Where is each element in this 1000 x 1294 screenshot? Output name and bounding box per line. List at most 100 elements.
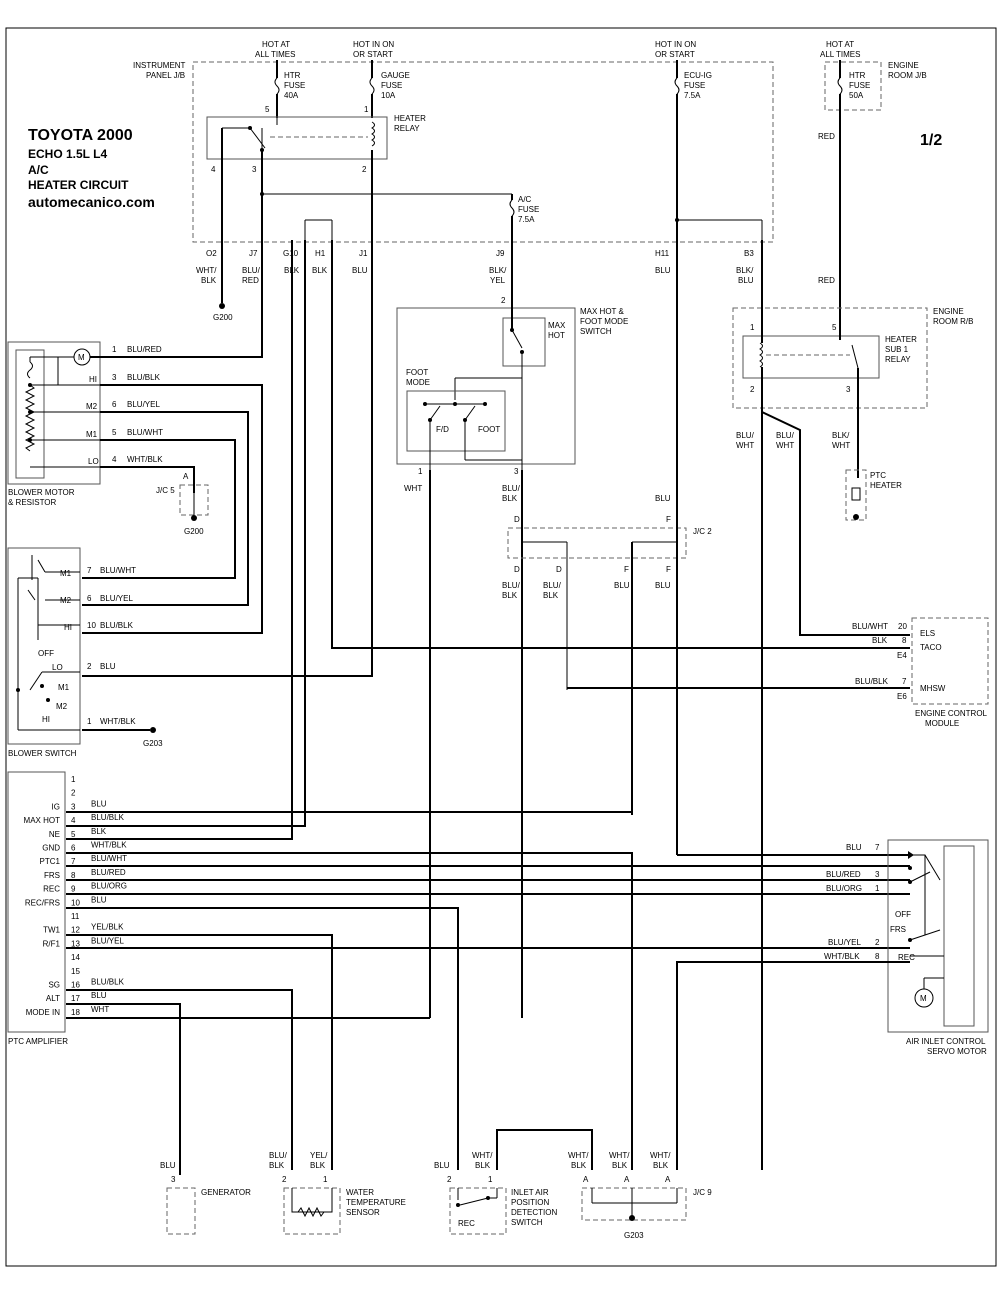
wire-o2-1: WHT/ [196, 266, 217, 275]
sub-relay-pin-3: 3 [846, 385, 851, 394]
er-fuse-label-2: FUSE [849, 81, 870, 90]
mh-pin-2: 2 [501, 296, 506, 305]
jc2-pin-d3: D [556, 565, 562, 574]
mh-pin-3: 3 [514, 467, 519, 476]
conn-j7: J7 [249, 249, 258, 258]
jc9-wire-1a: WHT/ [568, 1151, 589, 1160]
wire-j7-2: RED [242, 276, 259, 285]
rb-wire-2b: WHT [776, 441, 794, 450]
ptc-pin-name-6: GND [42, 844, 60, 853]
ptc-pin-1: 1 [71, 775, 76, 784]
bm-label-2: & RESISTOR [8, 498, 57, 507]
ac-fuse-label-3: 7.5A [518, 215, 535, 224]
servo-wire-7: BLU [846, 843, 862, 852]
ptc-pin-9: 9 [71, 885, 76, 894]
bs-pos-m1: M1 [60, 569, 72, 578]
bm-speed-lo: LO [88, 457, 99, 466]
wire-j9-2: YEL [490, 276, 506, 285]
ptc-wire-18: WHT [91, 1005, 109, 1014]
servo-wire-1: BLU/ORG [826, 884, 862, 893]
conn-h1: H1 [315, 249, 326, 258]
jc9-wire-3a: WHT/ [650, 1151, 671, 1160]
ptc-label-1: PTC [870, 471, 886, 480]
ptc-pin-name-4: MAX HOT [24, 816, 61, 825]
inlet-wire-blu: BLU [434, 1161, 450, 1170]
servo-wire-3: BLU/RED [826, 870, 861, 879]
servo-pin-8: 8 [875, 952, 880, 961]
ecm-box [911, 617, 989, 705]
errb-label-1: ENGINE [933, 307, 964, 316]
servo-pin-2: 2 [875, 938, 880, 947]
title-model: ECHO 1.5L L4 [28, 147, 107, 161]
ecm-wire-8: BLK [872, 636, 888, 645]
ptc-wire-6: WHT/BLK [91, 841, 127, 850]
wts-label-3: SENSOR [346, 1208, 380, 1217]
ecu-fuse-label-2: FUSE [684, 81, 705, 90]
ecu-fuse-label-3: 7.5A [684, 91, 701, 100]
ptc-pin-7: 7 [71, 857, 76, 866]
fd-label: F/D [436, 425, 449, 434]
jc9-wire-2b: BLK [612, 1161, 628, 1170]
er-wire-red-1: RED [818, 132, 835, 141]
svg-text:M: M [78, 353, 85, 362]
conn-b3: B3 [744, 249, 754, 258]
ptc-wire-12: YEL/BLK [91, 923, 124, 932]
ecm-conn-e6: E6 [897, 692, 907, 701]
bs-label: BLOWER SWITCH [8, 749, 77, 758]
sub-relay-label-3: RELAY [885, 355, 911, 364]
svg-text:M: M [920, 994, 927, 1003]
blower-resistor-inner [15, 349, 45, 479]
servo-motor-box [887, 839, 989, 1033]
jc2-wire-1b: BLK [502, 591, 518, 600]
inlet-label-1: INLET AIR [511, 1188, 549, 1197]
jc9-label: J/C 9 [693, 1188, 712, 1197]
power-label-gauge-1: HOT IN ON [353, 40, 394, 49]
er-wire-red-2: RED [818, 276, 835, 285]
ptc-pin-8: 8 [71, 871, 76, 880]
ptc-pin-5: 5 [71, 830, 76, 839]
jc2-wire-1a: BLU/ [502, 581, 521, 590]
foot-mode-subbox [406, 390, 506, 452]
jc9-wire-2a: WHT/ [609, 1151, 630, 1160]
conn-h11: H11 [655, 249, 670, 258]
wire-b3-1: BLK/ [736, 266, 754, 275]
wire-j9-1: BLK/ [489, 266, 507, 275]
max-hot-contact [511, 329, 523, 349]
ptc-pin-2: 2 [71, 789, 76, 798]
ground-g200-top: G200 [213, 313, 233, 322]
jc9-box [581, 1187, 687, 1221]
ptc-wire-16: BLU/BLK [91, 978, 125, 987]
servo-wire-8: WHT/BLK [824, 952, 860, 961]
wts-pin-2: 2 [282, 1175, 287, 1184]
bm-wire-3: BLU/BLK [127, 373, 161, 382]
ptc-wire-8: BLU/RED [91, 868, 126, 877]
sub-relay-contact [851, 344, 859, 369]
rb-wire-1a: BLU/ [736, 431, 755, 440]
ecm-conn-e4: E4 [897, 651, 907, 660]
bs-upper-contact [27, 589, 36, 601]
bs-pos-hi: HI [64, 623, 72, 632]
inlet-switch-contact [459, 1197, 489, 1206]
servo-pin-1: 1 [875, 884, 880, 893]
wts-label-2: TEMPERATURE [346, 1198, 406, 1207]
ptc-wire-4: BLU/BLK [91, 813, 125, 822]
max-hot-label-1: MAX [548, 321, 566, 330]
rb-wire-3a: BLK/ [832, 431, 850, 440]
jc2-wire-2b: BLK [543, 591, 559, 600]
servo-label-1: AIR INLET CONTROL [906, 1037, 986, 1046]
wts-label-1: WATER [346, 1188, 374, 1197]
ecm-wire-7: BLU/BLK [855, 677, 889, 686]
ptc-wire-9: BLU/ORG [91, 882, 127, 891]
ecu-fuse-symbol [674, 77, 680, 95]
bm-speed-hi: HI [89, 375, 97, 384]
ptc-pin-6: 6 [71, 844, 76, 853]
jc5-label: J/C 5 [156, 486, 175, 495]
ptc-heater-icon [851, 487, 861, 501]
relay-pin-2: 2 [362, 165, 367, 174]
ecm-label-1: ENGINE CONTROL [915, 709, 988, 718]
ipjb-label-1: INSTRUMENT [133, 61, 186, 70]
sub-relay-label-1: HEATER [885, 335, 917, 344]
foot-contact [464, 405, 476, 421]
ptc-wire-10: BLU [91, 895, 107, 904]
foot-mode-label-1: FOOT [406, 368, 428, 377]
